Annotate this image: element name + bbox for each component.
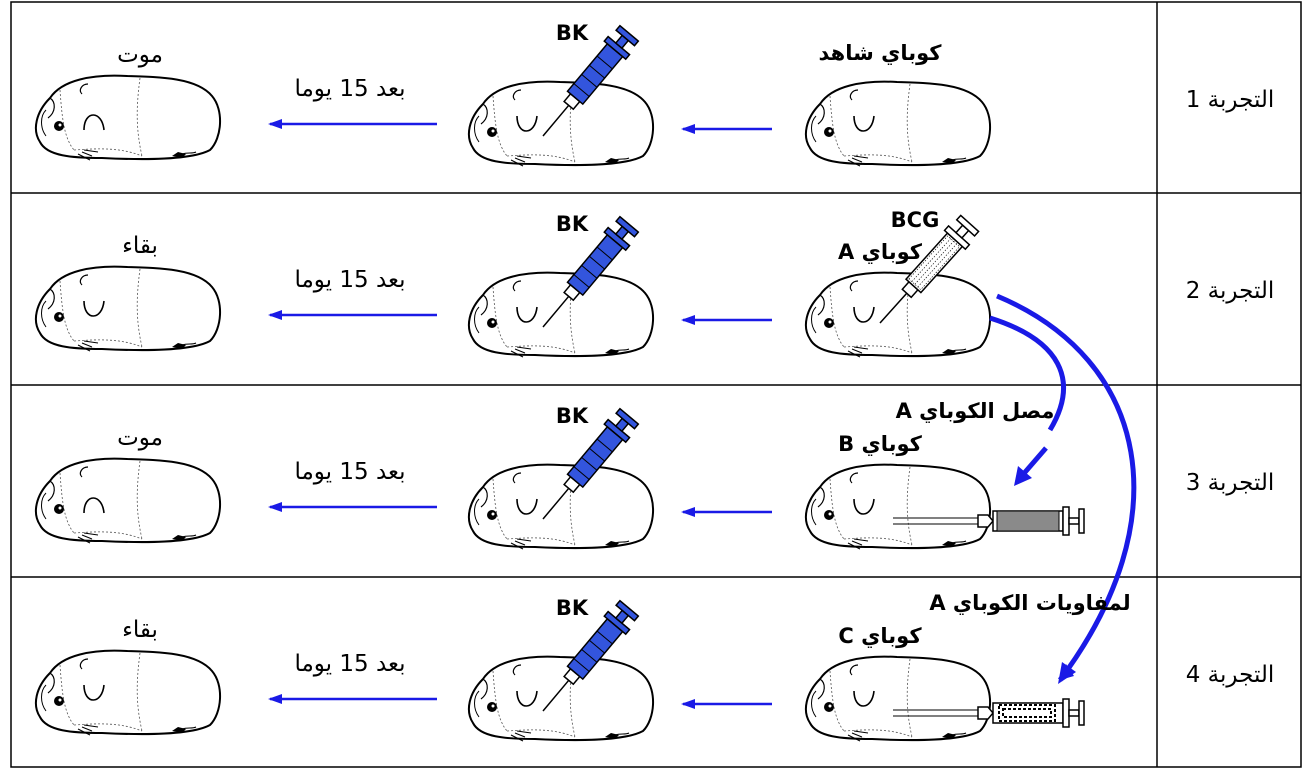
- transfer-arrow-to-b: [989, 315, 1066, 432]
- bcg-label: BCG: [891, 208, 940, 232]
- guinea-pig-outcome: [34, 457, 222, 544]
- start-guinea-pig-label: كوباي B: [838, 432, 923, 457]
- experiment-row: التجربة 1 كوباي شاهد BK بعد 15 يوما موت: [34, 21, 1275, 167]
- experiment-label: التجربة 4: [1186, 662, 1275, 688]
- transfer-label-lymph: لمفاويات الكوباي A: [929, 591, 1130, 616]
- outcome-label: بقاء: [122, 233, 158, 259]
- bk-label: BK: [556, 212, 589, 236]
- outcome-label: موت: [117, 425, 163, 451]
- transfer-arrows: [989, 293, 1137, 684]
- guinea-pig-injected: [467, 80, 655, 167]
- guinea-pig-injected: [467, 271, 655, 358]
- experiment-row: التجربة 3 كوباي B BK بعد 15 يوما موت: [34, 404, 1275, 550]
- experiment-row: التجربة 2 كوباي A BCG BK بعد 15 يوما بقاء: [34, 208, 1275, 358]
- start-guinea-pig-label: كوباي C: [838, 624, 922, 649]
- guinea-pig-outcome: [34, 265, 222, 352]
- guinea-pig-start: [804, 271, 992, 358]
- bk-label: BK: [556, 404, 589, 428]
- bk-label: BK: [556, 596, 589, 620]
- transfer-label-serum: مصل الكوباي A: [896, 399, 1055, 424]
- outcome-label: موت: [117, 42, 163, 68]
- start-guinea-pig-label: كوباي شاهد: [819, 41, 943, 66]
- guinea-pig-outcome: [34, 74, 222, 161]
- delay-label: بعد 15 يوما: [294, 651, 405, 677]
- guinea-pig-injected: [467, 463, 655, 550]
- guinea-pig-start: [804, 655, 992, 742]
- guinea-pig-injected: [467, 655, 655, 742]
- experiment-label: التجربة 2: [1186, 278, 1275, 304]
- guinea-pig-start: [804, 80, 992, 167]
- guinea-pig-start: [804, 463, 992, 550]
- delay-label: بعد 15 يوما: [294, 459, 405, 485]
- delay-label: بعد 15 يوما: [294, 76, 405, 102]
- transfer-arrow-to-c: [996, 293, 1137, 682]
- outcome-label: بقاء: [122, 617, 158, 643]
- table-grid: [10, 1, 1302, 768]
- bk-label: BK: [556, 21, 589, 45]
- experiment-label: التجربة 3: [1186, 470, 1275, 496]
- experiment-row: التجربة 4 كوباي C BK بعد 15 يوما بقاء: [34, 596, 1275, 742]
- guinea-pig-outcome: [34, 649, 222, 736]
- delay-label: بعد 15 يوما: [294, 267, 405, 293]
- start-guinea-pig-label: كوباي A: [838, 240, 923, 265]
- experiment-label: التجربة 1: [1186, 87, 1275, 113]
